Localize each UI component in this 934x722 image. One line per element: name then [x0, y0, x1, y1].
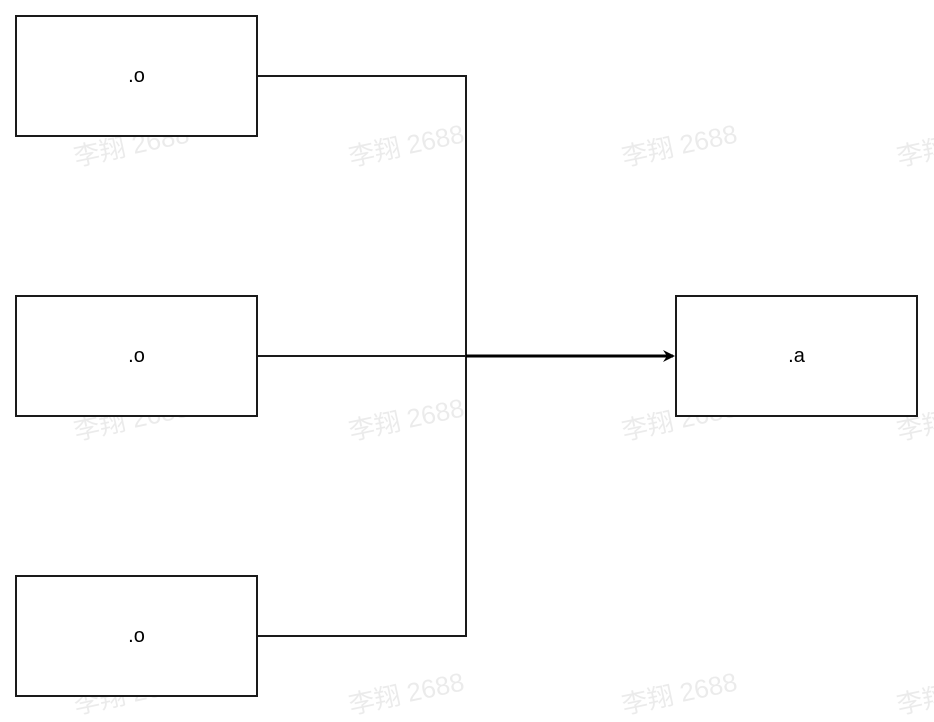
node-label: .o: [128, 344, 145, 367]
node-label: .o: [128, 64, 145, 87]
object-file-node[interactable]: .o: [15, 295, 258, 417]
archive-node[interactable]: .a: [675, 295, 918, 417]
node-label: .a: [788, 344, 805, 367]
connector-top: [258, 75, 467, 356]
object-file-node[interactable]: .o: [15, 575, 258, 697]
object-file-node[interactable]: .o: [15, 15, 258, 137]
connector-bottom: [258, 356, 467, 637]
node-label: .o: [128, 624, 145, 647]
